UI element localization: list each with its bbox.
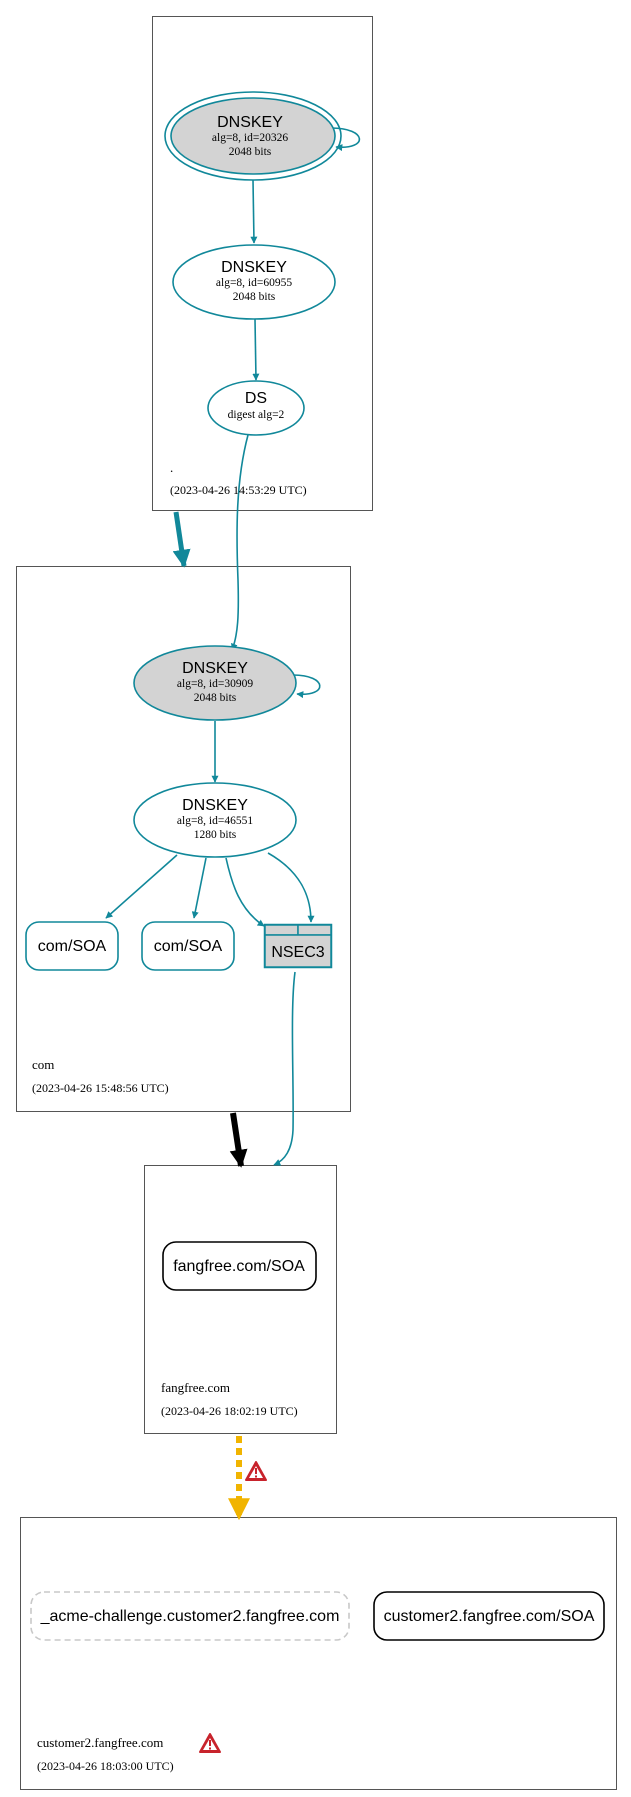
edge-root-zsk-ds [252, 318, 260, 381]
zone-com-name: com [32, 1057, 54, 1072]
node-title: DNSKEY [217, 114, 283, 131]
node-line1: digest alg=2 [228, 409, 285, 421]
node-title: DNSKEY [182, 797, 248, 814]
edge-com-ksk-self [292, 674, 321, 699]
node-line2: 2048 bits [194, 692, 237, 704]
zone-fangfree-name: fangfree.com [161, 1380, 230, 1395]
zone-root-box [152, 16, 373, 511]
zone-customer2-box [20, 1517, 617, 1790]
node-title: DNSKEY [221, 259, 287, 276]
node-title: DS [245, 390, 267, 407]
zone-com-timestamp: (2023-04-26 15:48:56 UTC) [32, 1081, 169, 1095]
node-label: com/SOA [38, 938, 107, 955]
edge-com-zsk-nsec3-b [267, 852, 315, 923]
node-com-soa-2[interactable]: com/SOA [141, 921, 235, 971]
node-line2: 2048 bits [229, 146, 272, 158]
edge-com-zsk-nsec3-a [225, 857, 265, 927]
node-com-ksk[interactable]: DNSKEY alg=8, id=30909 2048 bits [133, 645, 297, 721]
edge-com-zsk-soa2 [191, 857, 207, 919]
node-label: _acme-challenge.customer2.fangfree.com [40, 1608, 340, 1625]
warning-icon [245, 1461, 267, 1481]
node-label: customer2.fangfree.com/SOA [384, 1608, 595, 1625]
zone-customer2-name: customer2.fangfree.com [37, 1735, 163, 1750]
node-label: fangfree.com/SOA [173, 1258, 305, 1275]
node-line2: 1280 bits [194, 829, 237, 841]
node-line1: alg=8, id=30909 [177, 678, 253, 690]
zone-root-name: . [170, 460, 173, 475]
edge-root-ksk-self [330, 127, 361, 152]
node-title: DNSKEY [182, 660, 248, 677]
node-acme-challenge[interactable]: _acme-challenge.customer2.fangfree.com [30, 1591, 350, 1641]
node-label: com/SOA [154, 938, 223, 955]
edge-nsec3-fangfree [273, 971, 296, 1166]
zone-customer2-timestamp: (2023-04-26 18:03:00 UTC) [37, 1759, 174, 1773]
edge-delegation-root-com [172, 511, 191, 568]
node-fangfree-soa[interactable]: fangfree.com/SOA [162, 1241, 317, 1291]
zone-root-timestamp: (2023-04-26 14:53:29 UTC) [170, 483, 307, 497]
node-com-ds[interactable]: DS digest alg=2 [207, 380, 305, 436]
node-root-zsk[interactable]: DNSKEY alg=8, id=60955 2048 bits [172, 244, 336, 320]
node-com-zsk[interactable]: DNSKEY alg=8, id=46551 1280 bits [133, 782, 297, 858]
zone-fangfree-timestamp: (2023-04-26 18:02:19 UTC) [161, 1404, 298, 1418]
node-line2: 2048 bits [233, 291, 276, 303]
node-nsec3[interactable]: NSEC3 [263, 923, 333, 969]
edge-delegation-com-fangfree [229, 1112, 248, 1168]
node-com-soa-1[interactable]: com/SOA [25, 921, 119, 971]
edge-ds-com-ksk [231, 434, 249, 651]
node-line1: alg=8, id=20326 [212, 132, 288, 144]
edge-com-zsk-soa1 [105, 854, 178, 919]
warning-icon [199, 1733, 221, 1753]
edge-root-ksk-zsk [250, 179, 258, 244]
node-line1: alg=8, id=46551 [177, 815, 253, 827]
node-root-ksk[interactable]: DNSKEY alg=8, id=20326 2048 bits [164, 91, 342, 181]
node-label: NSEC3 [271, 944, 324, 961]
node-customer2-soa[interactable]: customer2.fangfree.com/SOA [373, 1591, 605, 1641]
node-line1: alg=8, id=60955 [216, 277, 292, 289]
